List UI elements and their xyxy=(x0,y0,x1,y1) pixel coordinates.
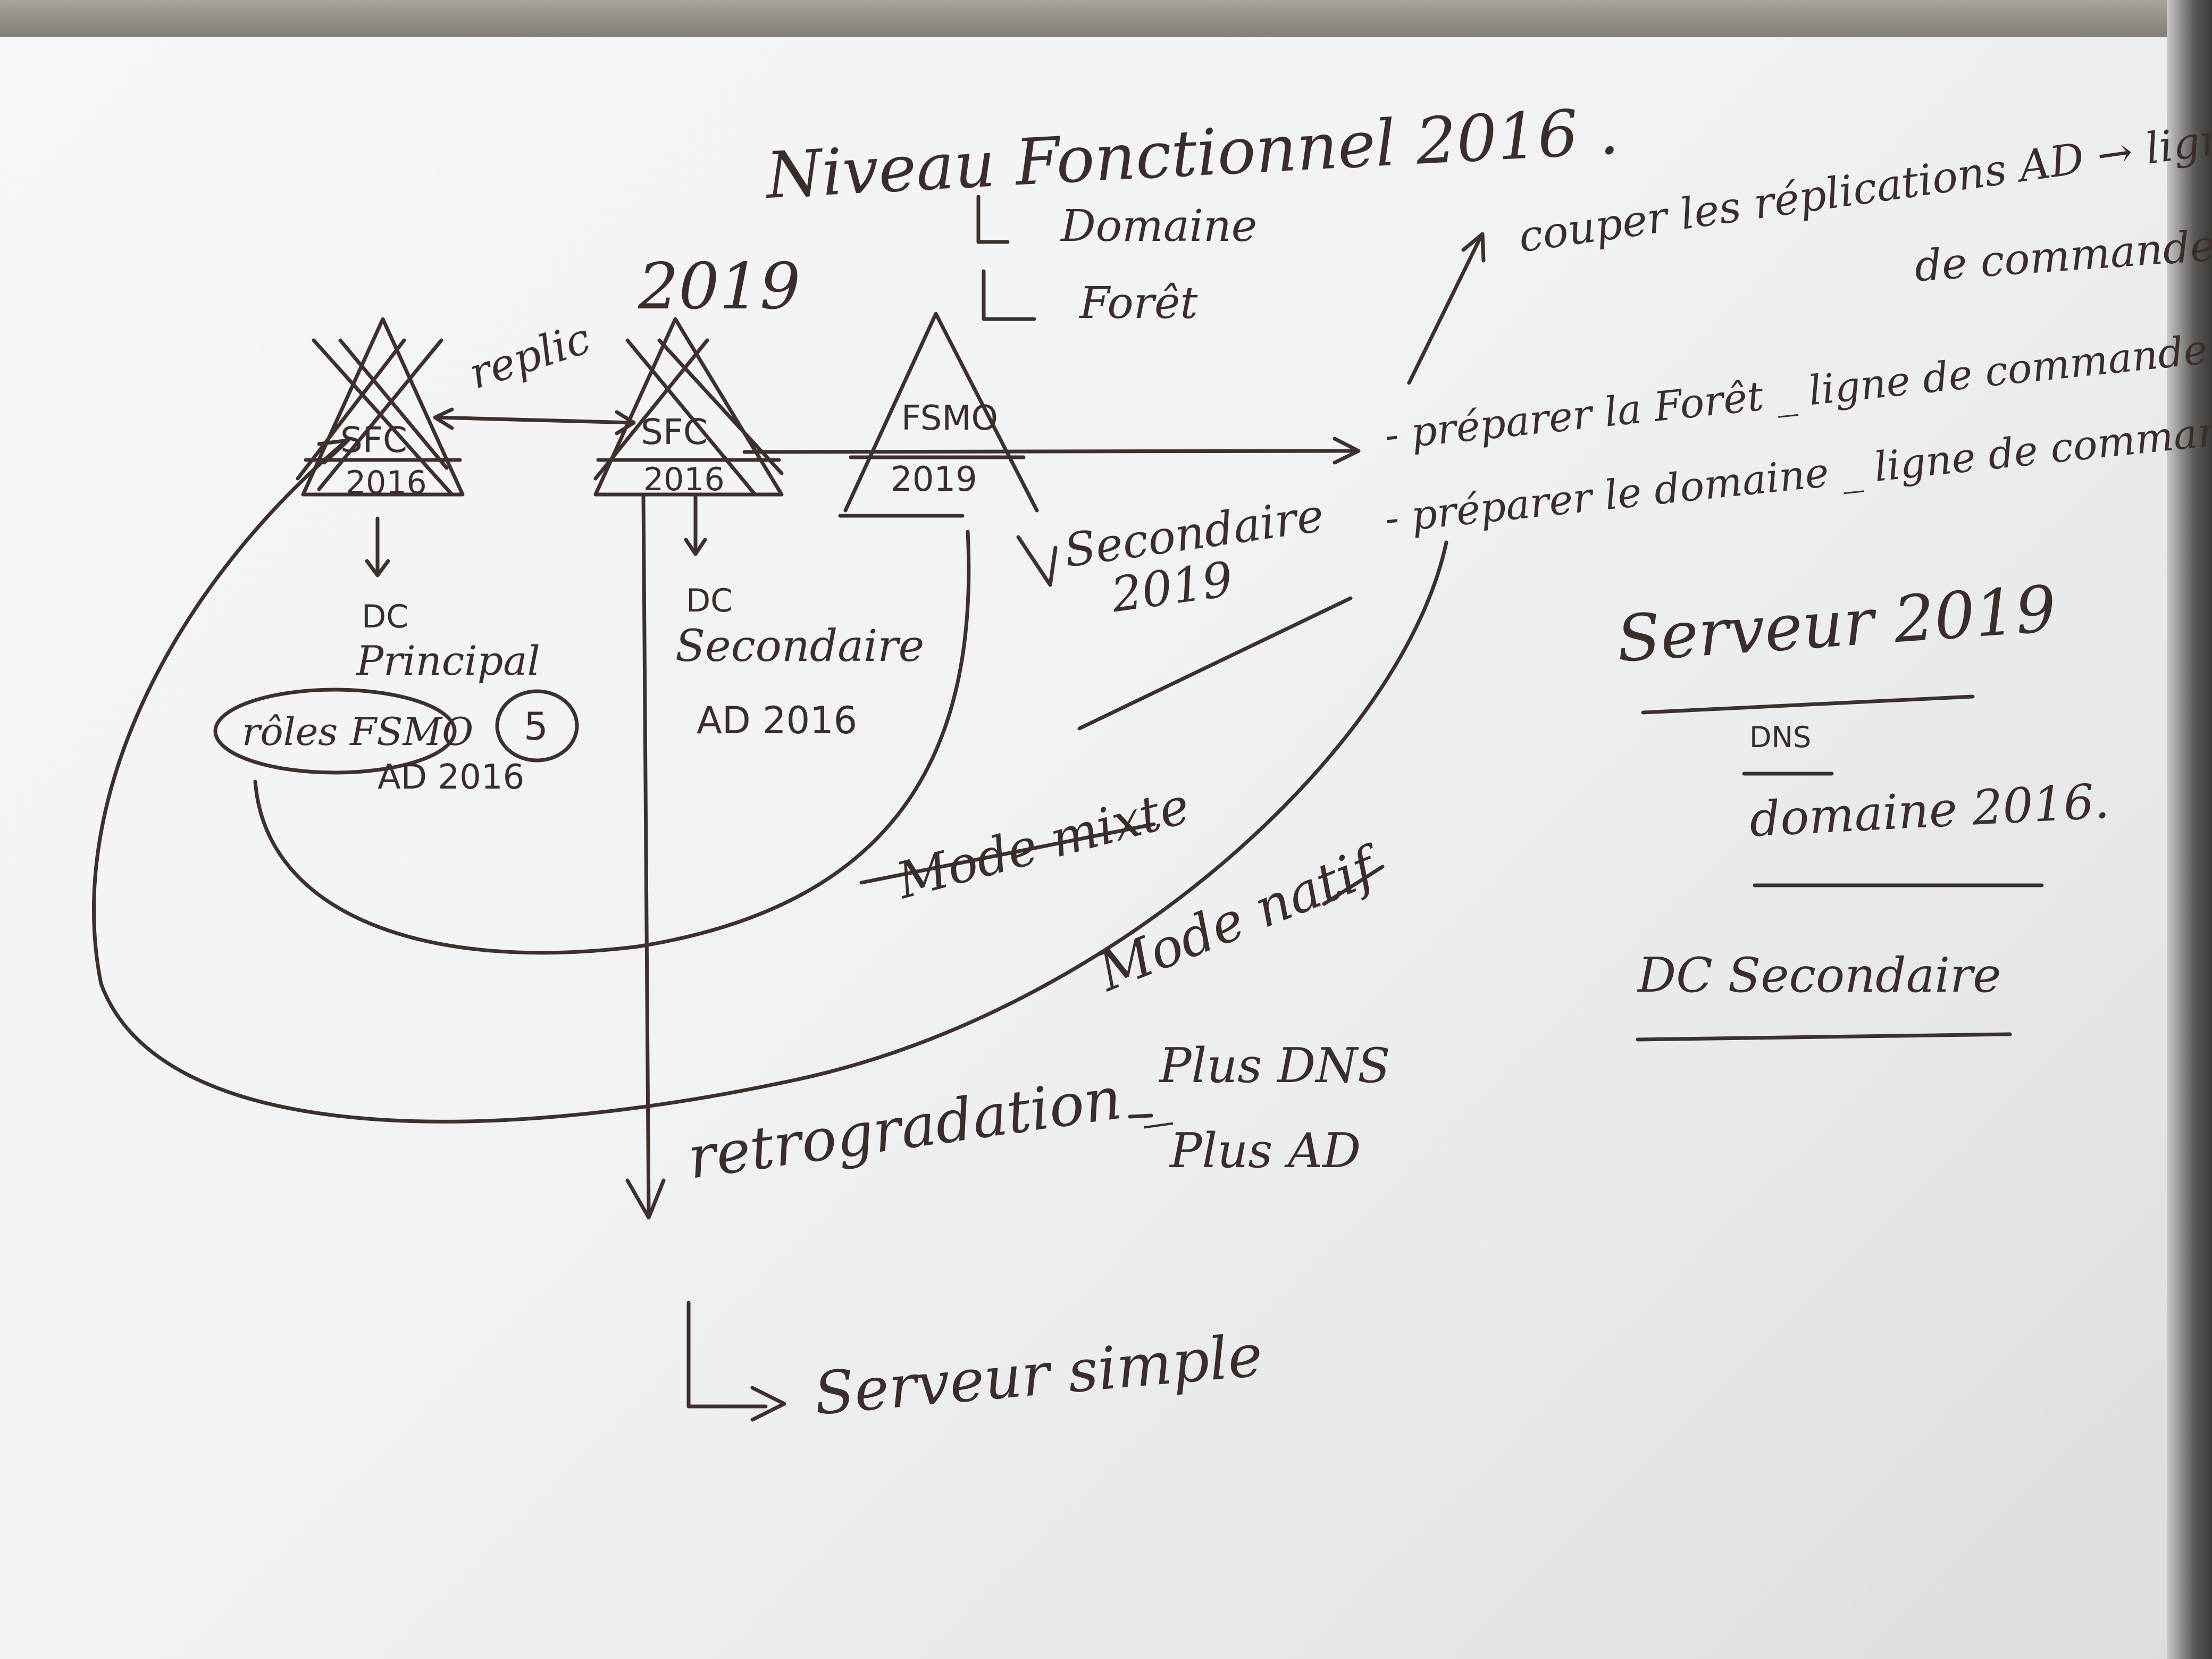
triangle-left-bottom: 2016 xyxy=(346,464,427,501)
level-item-foret: Forêt xyxy=(1079,278,1198,329)
cut-arrow-head xyxy=(1461,232,1486,263)
triangle-left-cross-1 xyxy=(312,338,454,497)
right-panel-dns: DNS xyxy=(1749,720,1812,754)
triangle-left-cross-3 xyxy=(338,338,449,470)
triangle-right-top: FSMO xyxy=(901,399,998,438)
foret-hook xyxy=(982,269,1036,321)
fsmo-count: 5 xyxy=(524,704,548,749)
mode-natif-underline xyxy=(1322,865,1385,906)
triangle-right xyxy=(843,312,1039,513)
loop-inner xyxy=(253,530,971,955)
fsmo-count-bubble xyxy=(495,689,579,763)
serveur-simple-hook xyxy=(686,1301,768,1409)
replic-arrow-head-right xyxy=(615,410,636,435)
right-title-underline xyxy=(1641,694,1975,715)
triangle-left-cross-2 xyxy=(296,338,406,481)
cut-arrow xyxy=(1407,234,1483,385)
mode-slash-top xyxy=(1077,596,1353,731)
triangle-mid-cross-2 xyxy=(593,338,709,481)
serveur-simple-hook-head xyxy=(750,1386,786,1422)
triangle-left-top: SFC xyxy=(340,420,407,460)
plus-ad: Plus AD xyxy=(1170,1123,1361,1179)
down-arrow-left-head xyxy=(365,559,390,577)
retro-dash xyxy=(1128,1113,1153,1119)
dc-secondaire-line1: DC xyxy=(686,582,733,619)
mode-mixte-strike xyxy=(859,822,1156,885)
secondaire-arrow xyxy=(1016,535,1058,587)
replic-arrow xyxy=(434,415,635,425)
down-arrow-mid-head xyxy=(684,538,707,556)
board-frame-right xyxy=(2167,0,2212,1659)
prepare-arrow xyxy=(742,449,1358,454)
right-panel-dc: DC Secondaire xyxy=(1638,948,2001,1003)
triangle-mid-top: SFC xyxy=(641,412,708,453)
triangle-left-cross-4 xyxy=(317,338,443,491)
triangle-mid-bottom: 2016 xyxy=(643,461,725,498)
loop-outer xyxy=(92,439,1448,1124)
fsmo-roles: rôles FSMO xyxy=(242,709,474,754)
fsmo-roles-bubble xyxy=(213,688,457,775)
dc-secondaire-line2: Secondaire xyxy=(675,621,925,672)
dc-principal-line1: DC xyxy=(362,598,409,635)
triangle-mid xyxy=(593,317,784,497)
triangle-right-bottom: 2019 xyxy=(891,460,977,499)
right-dc-underline xyxy=(1636,1032,2012,1042)
prepare-arrow-head xyxy=(1333,437,1361,465)
whiteboard-surface xyxy=(0,37,2177,1659)
domaine-hook xyxy=(976,195,1010,244)
dc-principal-line2: Principal xyxy=(356,637,540,684)
replic-arrow-head-left xyxy=(433,407,454,430)
long-arrow-retro-head xyxy=(625,1178,666,1220)
plus-dns: Plus DNS xyxy=(1159,1038,1390,1094)
long-arrow-retro xyxy=(641,492,651,1214)
year-2019: 2019 xyxy=(638,250,801,324)
dc-secondaire-ad: AD 2016 xyxy=(697,699,858,742)
triangle-left xyxy=(301,317,465,497)
loop-outer-head xyxy=(317,438,350,465)
level-item-domaine: Domaine xyxy=(1061,201,1258,252)
triangle-mid-cross-1 xyxy=(625,338,757,497)
dc-principal-ad: AD 2016 xyxy=(378,758,525,797)
